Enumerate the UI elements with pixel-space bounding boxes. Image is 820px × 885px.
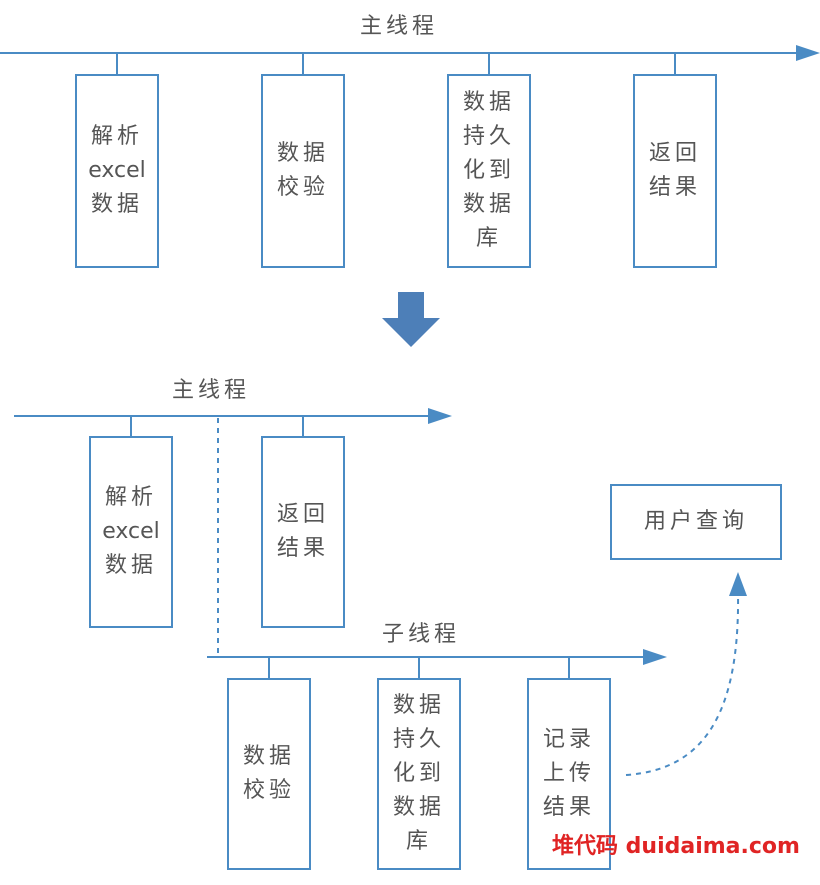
box-line: 结果	[648, 175, 701, 200]
box-line: excel	[88, 158, 146, 183]
watermark-text: 堆代码 duidaima.com	[552, 834, 800, 859]
box-line: 数据	[90, 192, 143, 217]
box-line: 上传	[542, 761, 595, 786]
box-line: 结果	[276, 536, 329, 561]
box-line: 化到	[462, 158, 515, 183]
box-line: 持久	[462, 124, 515, 149]
sub-thread-line	[207, 656, 643, 658]
down-arrow-icon	[382, 292, 440, 347]
box-line: 结果	[542, 795, 595, 820]
user-query-box: 用户查询	[610, 484, 782, 560]
bottom-main-thread-line	[14, 415, 428, 417]
sub-box-record-upload: 记录 上传 结果	[527, 678, 611, 870]
bottom-box-parse-excel: 解析 excel 数据	[89, 436, 173, 628]
box-line: 校验	[276, 175, 329, 200]
bottom-main-connector-2	[302, 416, 304, 436]
top-connector-4	[674, 53, 676, 74]
bottom-main-thread-label: 主线程	[172, 378, 251, 403]
top-connector-2	[302, 53, 304, 74]
sub-thread-arrowhead	[643, 649, 667, 665]
box-line: 解析	[90, 124, 143, 149]
box-line: 返回	[276, 502, 329, 527]
top-main-thread-line	[0, 52, 796, 54]
box-line: 数据	[242, 744, 295, 769]
sub-box-persist: 数据 持久 化到 数据 库	[377, 678, 461, 870]
box-line: 返回	[648, 141, 701, 166]
box-line: 库	[475, 226, 502, 251]
top-connector-3	[488, 53, 490, 74]
bottom-main-thread-arrowhead	[428, 408, 452, 424]
user-query-label: 用户查询	[643, 509, 748, 534]
top-box-return: 返回 结果	[633, 74, 717, 268]
top-connector-1	[116, 53, 118, 74]
box-line: 库	[405, 829, 432, 854]
box-line: 化到	[392, 761, 445, 786]
sub-connector-2	[418, 657, 420, 678]
box-line: 数据	[392, 693, 445, 718]
top-box-validate: 数据 校验	[261, 74, 345, 268]
top-main-thread-arrowhead	[796, 45, 820, 61]
sub-connector-3	[568, 657, 570, 678]
box-line: 记录	[542, 727, 595, 752]
sub-thread-label: 子线程	[382, 622, 461, 647]
box-line: 数据	[104, 553, 157, 578]
box-line: 持久	[392, 727, 445, 752]
bottom-box-return: 返回 结果	[261, 436, 345, 628]
top-box-parse-excel: 解析 excel 数据	[75, 74, 159, 268]
query-arrowhead-icon	[729, 572, 747, 596]
box-line: 校验	[242, 778, 295, 803]
box-line: 数据	[276, 141, 329, 166]
box-line: 数据	[392, 795, 445, 820]
box-line: 解析	[104, 485, 157, 510]
bottom-main-connector-1	[130, 416, 132, 436]
top-box-persist: 数据 持久 化到 数据 库	[447, 74, 531, 268]
sub-connector-1	[268, 657, 270, 678]
box-line: excel	[102, 519, 160, 544]
upload-to-query-dashed-curve	[625, 591, 740, 776]
box-line: 数据	[462, 192, 515, 217]
box-line: 数据	[462, 90, 515, 115]
sub-box-validate: 数据 校验	[227, 678, 311, 870]
top-main-thread-label: 主线程	[360, 14, 439, 39]
